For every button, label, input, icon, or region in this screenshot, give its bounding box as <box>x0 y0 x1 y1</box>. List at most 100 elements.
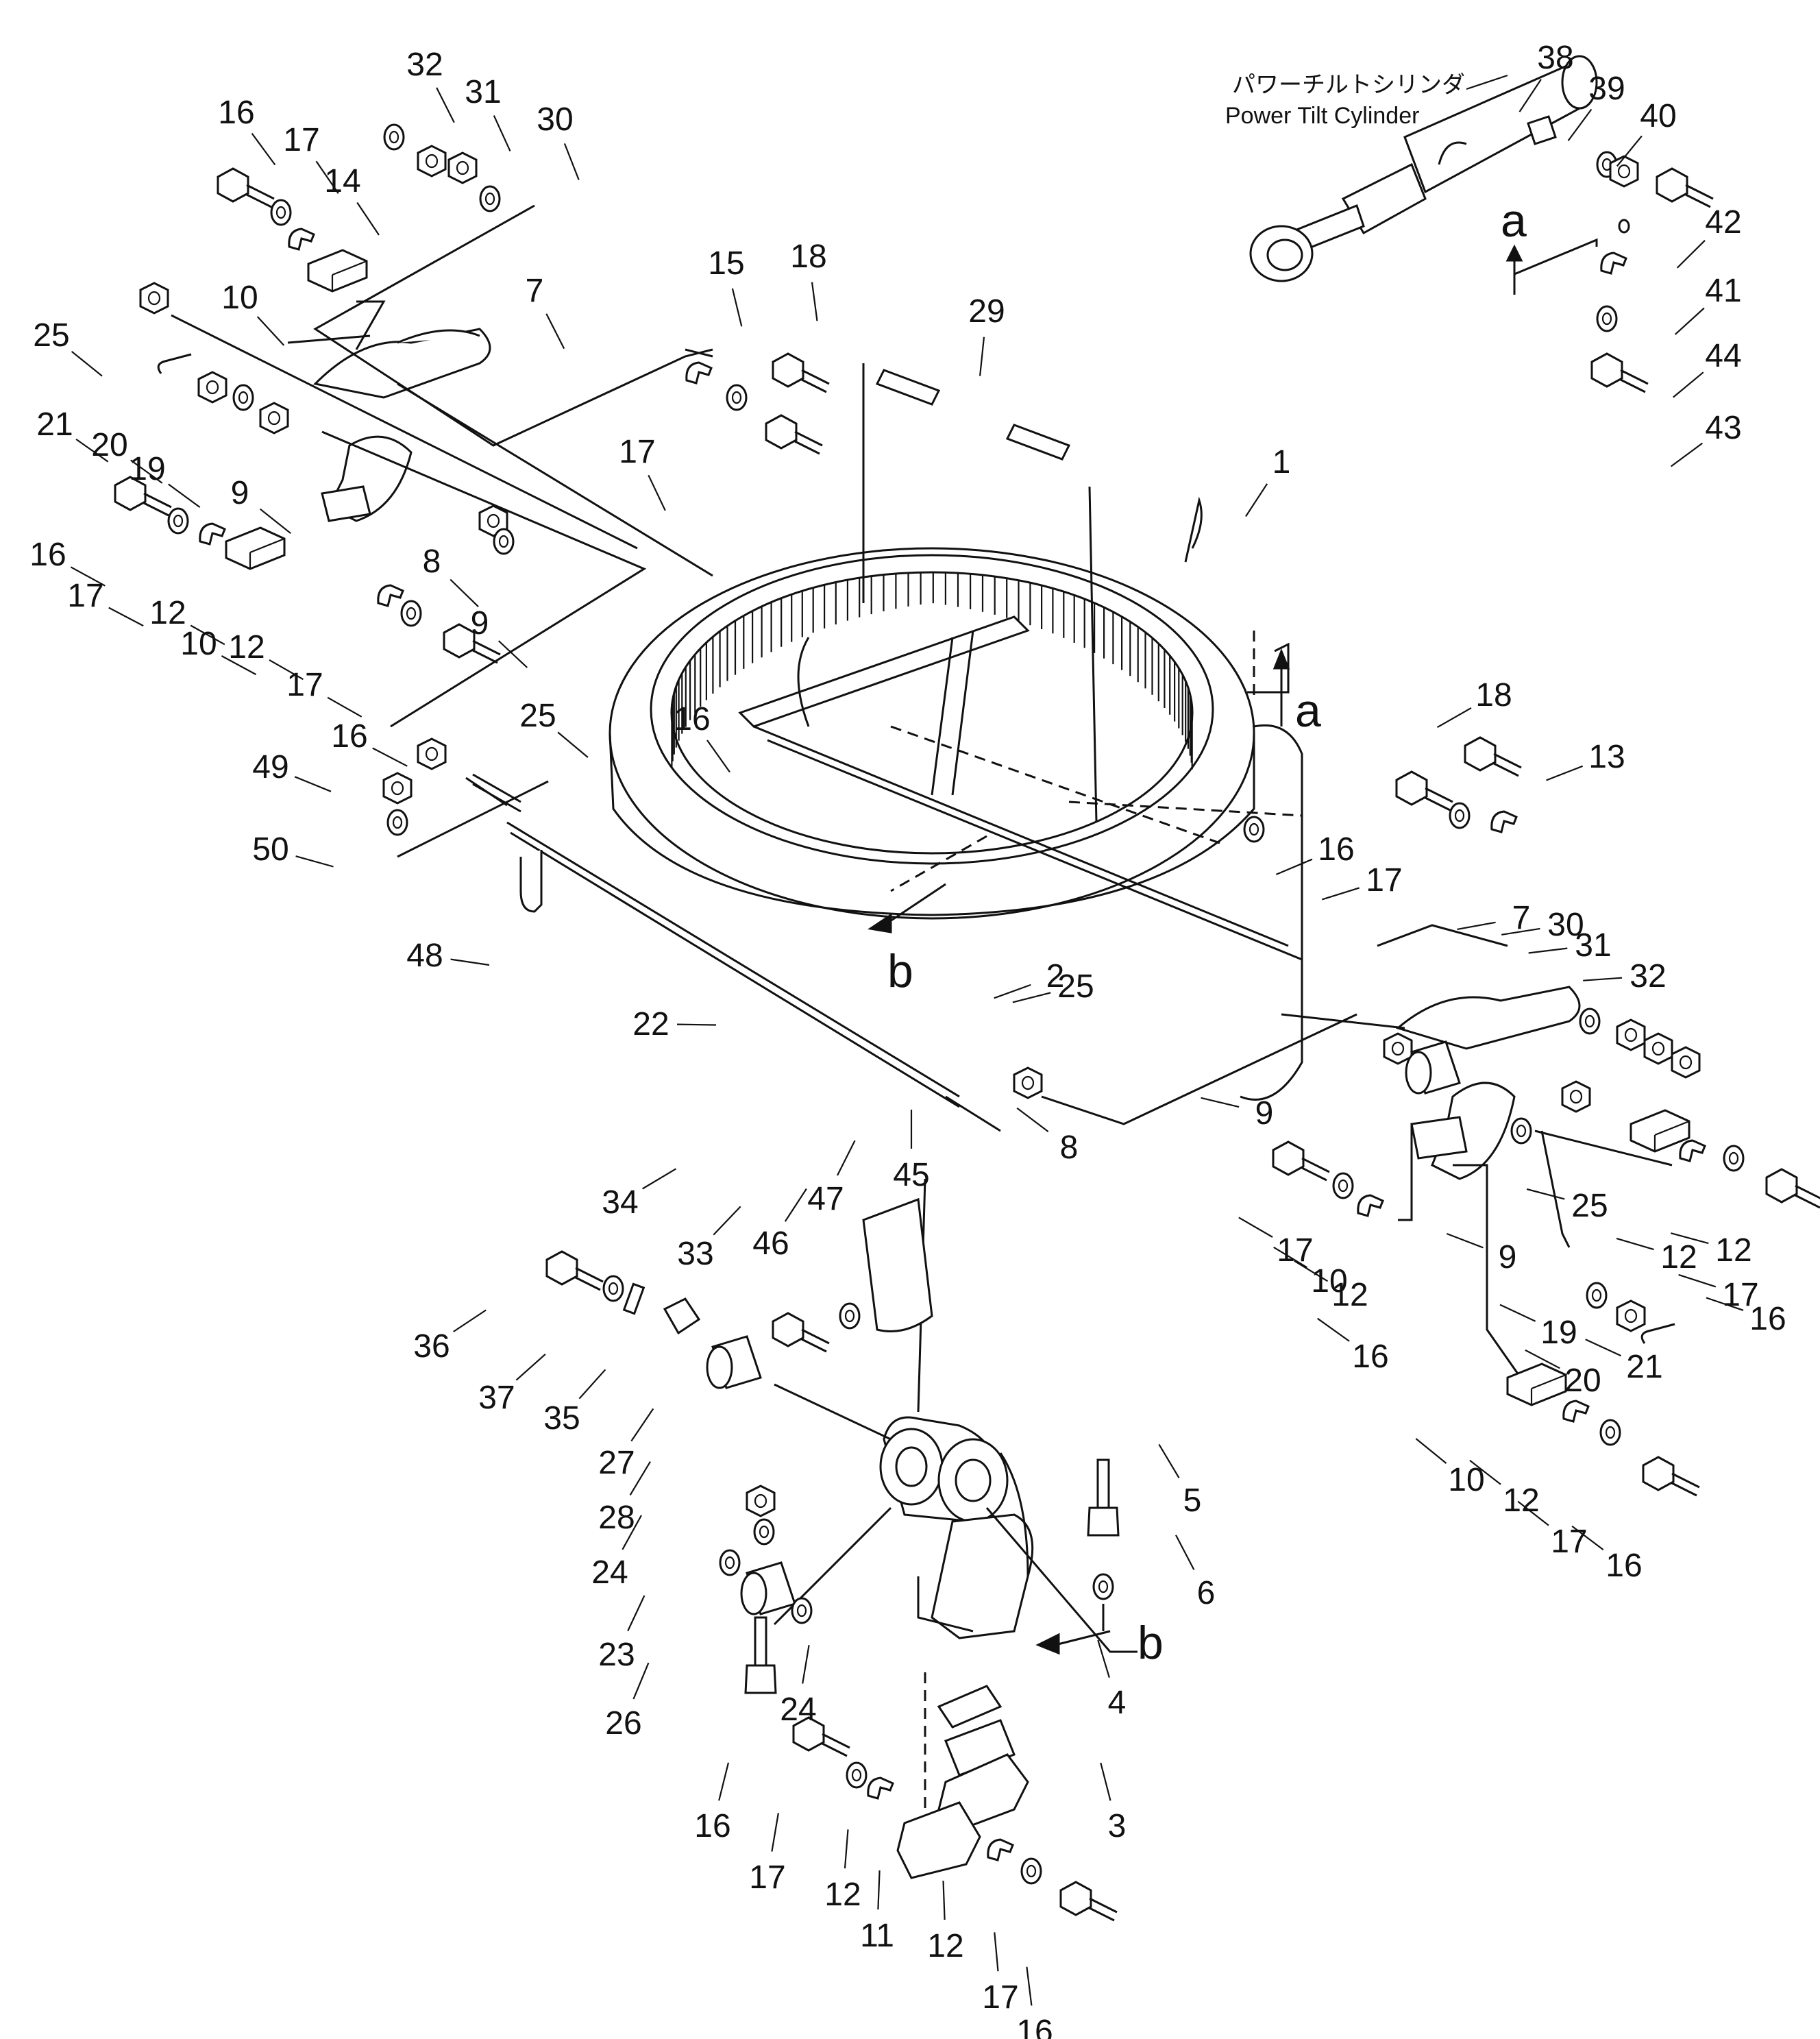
hardware-nut <box>139 282 169 315</box>
callout-8: 8 <box>1060 1130 1079 1166</box>
hardware-fitting <box>663 1297 701 1335</box>
hardware-washer-hole <box>1338 1179 1349 1193</box>
hardware-plate <box>622 1282 645 1315</box>
drawbar-frame <box>738 615 1303 961</box>
callout-11: 11 <box>860 1918 894 1954</box>
hardware-pin <box>875 369 941 406</box>
callout-leader-10 <box>221 655 257 676</box>
hardware-washer-hole <box>1026 1864 1037 1878</box>
callout-12: 12 <box>1503 1482 1539 1519</box>
hardware-washer <box>1599 1419 1621 1446</box>
callout-leader-24 <box>622 1515 642 1550</box>
hardware-sleeve-end <box>1405 1051 1432 1095</box>
callout-leader-18 <box>811 282 818 321</box>
hardware-bolt-head <box>1642 1456 1675 1491</box>
hardware-washer <box>1332 1172 1354 1199</box>
hardware-cotter-pin <box>157 353 192 374</box>
callout-13: 13 <box>1588 739 1625 775</box>
hardware-washer <box>839 1302 861 1330</box>
callout-6: 6 <box>1197 1575 1216 1611</box>
callout-leader-9 <box>260 508 291 535</box>
left-tilt-link <box>312 328 491 522</box>
hardware-washer-hole <box>731 391 742 404</box>
callout-leader-11 <box>877 1870 881 1910</box>
callout-leader-16 <box>1706 1297 1744 1311</box>
callout-leader-20 <box>1525 1349 1560 1369</box>
lower-shoe-parts <box>896 1685 1029 1879</box>
hardware-washer-hole <box>1728 1151 1739 1165</box>
callout-36: 36 <box>413 1328 450 1365</box>
hardware-washer <box>726 384 748 411</box>
hardware-nut-hole <box>267 411 281 426</box>
hardware-washer <box>602 1275 624 1302</box>
callout-16: 16 <box>29 537 66 573</box>
callout-leader-46 <box>784 1188 807 1222</box>
hardware-nut-hole <box>425 154 439 169</box>
callout-leader-17 <box>1321 887 1360 901</box>
hardware-clip <box>987 1838 1014 1861</box>
callout-leader-47 <box>837 1140 856 1176</box>
callout-leader-49 <box>294 776 332 792</box>
hardware-block-edge <box>331 260 367 291</box>
hardware-nut-hole <box>206 380 219 395</box>
callout-leader-1 <box>1245 483 1268 517</box>
callout-leader-37 <box>515 1353 546 1381</box>
callout-leader-12 <box>942 1881 946 1920</box>
callout-leader-32 <box>436 87 455 123</box>
hardware-bolt-head <box>765 414 798 450</box>
power-tilt-cylinder <box>1249 55 1598 282</box>
hardware-bolt-shank <box>1089 1897 1118 1922</box>
callout-leader-19 <box>168 483 201 508</box>
hardware-nut <box>382 772 413 805</box>
callout-leader-30 <box>1501 927 1540 936</box>
hardware-nut <box>1671 1046 1701 1079</box>
callout-leader-29 <box>979 337 985 376</box>
callout-leader-10 <box>1415 1438 1447 1464</box>
hardware-washer <box>1243 816 1265 843</box>
callout-21: 21 <box>36 406 73 443</box>
hardware-washer-hole <box>1516 1124 1527 1138</box>
callout-leader-17 <box>1238 1217 1273 1238</box>
callout-leader-26 <box>632 1662 650 1700</box>
callout-leader-17 <box>315 160 339 194</box>
hardware-nut <box>1013 1066 1043 1099</box>
hardware-bolt-shank <box>143 492 172 517</box>
hardware-washer <box>270 199 292 226</box>
hardware-block-edge <box>249 537 285 569</box>
callout-37: 37 <box>478 1380 515 1416</box>
callout-41: 41 <box>1705 273 1741 309</box>
callout-leader-30 <box>563 143 580 180</box>
hardware-washer <box>846 1761 868 1789</box>
callout-leader-17 <box>108 607 144 627</box>
hardware-clip <box>1562 1400 1590 1423</box>
hardware-nut <box>1616 1299 1646 1332</box>
hardware-bolt-head <box>217 167 249 203</box>
callout-leader-9 <box>1201 1097 1240 1108</box>
hardware-nut-hole <box>487 513 500 528</box>
hardware-nut <box>259 402 289 435</box>
hardware-bolt-head <box>1395 770 1428 806</box>
hardware-nut <box>1643 1032 1673 1065</box>
callout-43: 43 <box>1705 410 1741 446</box>
hardware-bolt-shank <box>246 184 275 208</box>
hardware-bolt-head <box>114 476 147 511</box>
hardware-nut <box>417 145 447 178</box>
callout-leader-16 <box>1571 1525 1604 1550</box>
callout-49: 49 <box>252 749 288 785</box>
hardware-nut-hole <box>391 781 404 796</box>
callout-3: 3 <box>1108 1808 1127 1844</box>
callout-16: 16 <box>331 718 367 755</box>
callout-leader-20 <box>130 459 163 484</box>
callout-12: 12 <box>927 1928 963 1964</box>
callout-16: 16 <box>1749 1301 1786 1337</box>
callout-38: 38 <box>1537 40 1573 76</box>
callout-leader-43 <box>1670 442 1704 467</box>
view-label-a-ring: a <box>1295 685 1321 737</box>
hardware-sleeve-end <box>740 1572 767 1615</box>
hardware-bolt-shank <box>801 369 830 393</box>
hardware-bolt-head <box>1590 352 1623 388</box>
callout-14: 14 <box>324 163 360 199</box>
callout-leader-50 <box>295 855 334 868</box>
hardware-washer-hole <box>389 130 399 144</box>
